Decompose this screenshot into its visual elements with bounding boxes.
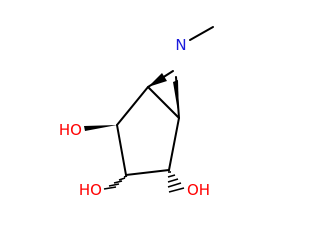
wedge-bond-c5-oh: [84, 125, 117, 131]
wedge-bond-c2-n: [173, 80, 179, 118]
hydroxyl-label-bottom-right: OH: [187, 181, 210, 199]
bond-c1-c2: [147, 86, 180, 119]
structure-canvas: N HO HO OH: [59, 26, 214, 199]
hydroxyl-label-left: HO: [59, 121, 82, 139]
bond-c3-c4: [125, 169, 170, 176]
wedge-bond-c1-n: [148, 73, 167, 87]
bond-n-methyl: [189, 26, 214, 41]
hash-bond-c3-oh: [167, 171, 185, 193]
bond-c4-c5: [116, 124, 127, 176]
hydroxyl-label-bottom-left: HO: [79, 181, 102, 199]
molecule-diagram: N HO HO OH: [58, 26, 214, 199]
bond-c5-c1: [116, 86, 149, 126]
single-bonds: [116, 26, 214, 176]
bond-c2-c3: [168, 117, 180, 171]
hash-bond-c4-oh: [103, 175, 128, 190]
nitrogen-label: N: [175, 36, 186, 54]
